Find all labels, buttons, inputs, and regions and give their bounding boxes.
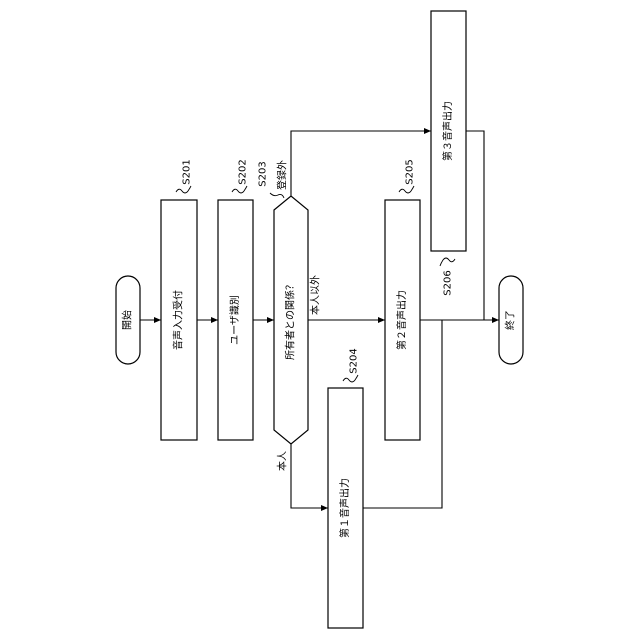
step-s202: ユーザ識別 [218,200,253,440]
end-label: 終了 [504,310,517,330]
branch-label-honnin-igai: 本人以外 [309,275,322,315]
s202-label: ユーザ識別 [228,295,241,345]
branch-label-honnin: 本人 [276,451,289,471]
ref-s202: S202 [232,159,249,193]
s206-label: 第３音声出力 [441,101,454,161]
decision-s203: 所有者との関係？ [274,196,308,444]
edge-s203-to-s204 [291,444,328,508]
ref-s205: S205 [399,159,416,193]
branch-label-tourokugai: 登録外 [276,160,289,190]
step-number-s202: S202 [238,159,249,184]
step-number-s201: S201 [182,159,193,184]
step-s201: 音声入力受付 [161,200,197,440]
step-s204: 第１音声出力 [328,388,363,628]
step-s206: 第３音声出力 [431,11,466,251]
start-label: 開始 [121,310,134,330]
edge-s206-to-end [466,131,484,320]
s205-label: 第２音声出力 [395,290,408,350]
step-number-s206: S206 [443,270,454,295]
end-terminal: 終了 [499,276,523,364]
ref-s204: S204 [343,348,360,382]
step-number-s203: S203 [258,161,269,186]
start-terminal: 開始 [116,276,140,364]
s204-label: 第１音声出力 [338,478,351,538]
s203-label: 所有者との関係？ [284,280,297,360]
ref-s201: S201 [176,159,193,193]
s201-label: 音声入力受付 [172,290,185,350]
step-number-s204: S204 [349,348,360,373]
ref-s206: S206 [440,258,455,296]
step-number-s205: S205 [405,159,416,184]
step-s205: 第２音声出力 [385,200,420,440]
